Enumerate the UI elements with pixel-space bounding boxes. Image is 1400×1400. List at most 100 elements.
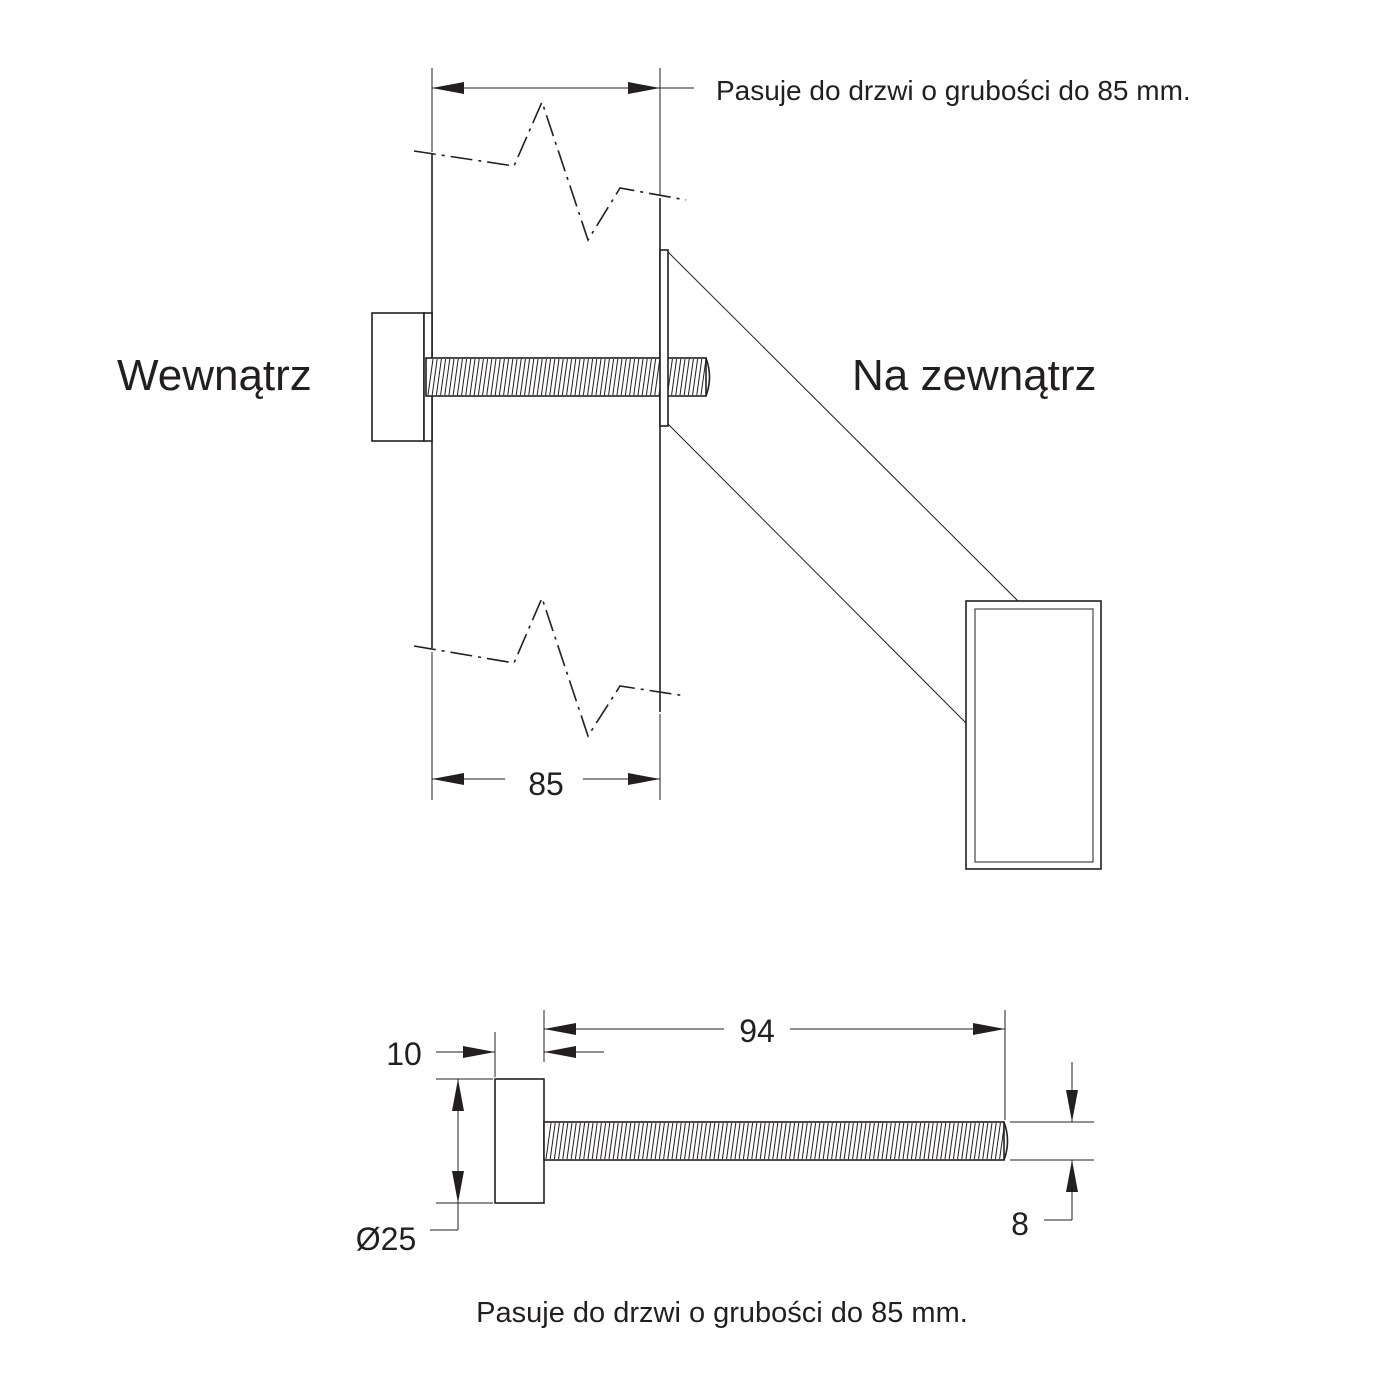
screw-length-dimension bbox=[543, 1010, 1006, 1120]
thread-hatch-line bbox=[477, 358, 484, 396]
thread-hatch-line bbox=[595, 1122, 602, 1160]
thread-hatch-line bbox=[482, 358, 489, 396]
thread-hatch-line bbox=[679, 358, 686, 396]
outer-rosette bbox=[659, 249, 669, 427]
thread-diameter-value: 8 bbox=[1011, 1206, 1029, 1242]
thread-hatch-line bbox=[650, 1122, 657, 1160]
thread-hatch-line bbox=[524, 358, 531, 396]
thread-hatch-line bbox=[734, 1122, 741, 1160]
thread-hatch-line bbox=[557, 358, 564, 396]
thread-hatch-line bbox=[582, 358, 589, 396]
thread-hatch-line bbox=[591, 1122, 598, 1160]
thread-hatch-line bbox=[730, 1122, 737, 1160]
thread-hatch-line bbox=[961, 1122, 968, 1160]
thread-hatch-line bbox=[431, 358, 438, 396]
thread-hatch-line bbox=[999, 1122, 1006, 1160]
thread-hatch-line bbox=[675, 358, 682, 396]
thread-hatch-line bbox=[696, 1122, 703, 1160]
thread-hatch-line bbox=[663, 1122, 670, 1160]
thread-hatch-line bbox=[595, 358, 602, 396]
thread-hatch-line bbox=[826, 1122, 833, 1160]
thread-hatch-line bbox=[700, 1122, 707, 1160]
thread-hatch-line bbox=[507, 358, 514, 396]
thread-hatch-line bbox=[687, 358, 694, 396]
thread-hatch-line bbox=[944, 1122, 951, 1160]
thread-hatch-line bbox=[603, 358, 610, 396]
thread-hatch-line bbox=[553, 1122, 560, 1160]
thread-hatch-line bbox=[789, 1122, 796, 1160]
thread-hatch-line bbox=[889, 1122, 896, 1160]
thread-hatch-line bbox=[982, 1122, 989, 1160]
thread-hatch-line bbox=[498, 358, 505, 396]
thread-hatch-line bbox=[549, 358, 556, 396]
thread-hatch-line bbox=[578, 358, 585, 396]
thread-hatch-line bbox=[490, 358, 497, 396]
thread-hatch-line bbox=[877, 1122, 884, 1160]
thread-hatch-line bbox=[536, 358, 543, 396]
thread-hatch-line bbox=[910, 1122, 917, 1160]
screw-length-value: 94 bbox=[739, 1013, 775, 1049]
thread-hatch-line bbox=[570, 358, 577, 396]
thread-hatch-line bbox=[427, 358, 434, 396]
thread-hatch-line bbox=[625, 1122, 632, 1160]
thread-hatch-line bbox=[642, 1122, 649, 1160]
thread-hatch-line bbox=[604, 1122, 611, 1160]
thread-hatch-line bbox=[726, 1122, 733, 1160]
thread-hatch-line bbox=[637, 358, 644, 396]
thread-hatch-line bbox=[738, 1122, 745, 1160]
thread-hatch-line bbox=[776, 1122, 783, 1160]
thread-hatch-line bbox=[814, 1122, 821, 1160]
thread-hatch-line bbox=[835, 1122, 842, 1160]
thread-hatch-line bbox=[440, 358, 447, 396]
thread-hatch-line bbox=[965, 1122, 972, 1160]
thread-hatch-line bbox=[709, 1122, 716, 1160]
thread-hatch-line bbox=[978, 1122, 985, 1160]
head-thickness-dimension bbox=[436, 1032, 604, 1077]
door-section bbox=[413, 99, 687, 738]
thread-hatch-line bbox=[545, 358, 552, 396]
thread-hatch-line bbox=[620, 358, 627, 396]
thread-hatch-line bbox=[860, 1122, 867, 1160]
thread-hatch-line bbox=[600, 1122, 607, 1160]
thread-hatch-line bbox=[948, 1122, 955, 1160]
thread-hatch-line bbox=[772, 1122, 779, 1160]
thread-hatch-line bbox=[540, 358, 547, 396]
thread-hatch-line bbox=[608, 1122, 615, 1160]
thread-hatch-line bbox=[612, 358, 619, 396]
thread-hatch-line bbox=[616, 1122, 623, 1160]
thread-hatch-line bbox=[852, 1122, 859, 1160]
thread-hatch-line bbox=[448, 358, 455, 396]
thread-hatch-line bbox=[599, 358, 606, 396]
thread-hatch-line bbox=[465, 358, 472, 396]
thread-hatch-line bbox=[692, 1122, 699, 1160]
thread-hatch-line bbox=[624, 358, 631, 396]
thread-hatch-line bbox=[650, 358, 657, 396]
thread-hatch-line bbox=[763, 1122, 770, 1160]
inner-screw-head bbox=[371, 312, 433, 442]
thread-hatch-line bbox=[616, 358, 623, 396]
outside-label: Na zewnątrz bbox=[852, 351, 1097, 400]
thread-hatch-line bbox=[519, 358, 526, 396]
thread-hatch-line bbox=[717, 1122, 724, 1160]
thread-hatch-line bbox=[608, 358, 615, 396]
thread-hatch-line bbox=[654, 358, 661, 396]
thread-hatch-line bbox=[898, 1122, 905, 1160]
thread-hatch-line bbox=[936, 1122, 943, 1160]
thread-hatch-line bbox=[545, 1122, 552, 1160]
thread-hatch-line bbox=[679, 1122, 686, 1160]
thread-hatch-line bbox=[915, 1122, 922, 1160]
thread-hatch-line bbox=[793, 1122, 800, 1160]
thread-hatch-line bbox=[654, 1122, 661, 1160]
thread-hatch-line bbox=[885, 1122, 892, 1160]
thread-hatch-line bbox=[473, 358, 480, 396]
thread-hatch-line bbox=[973, 1122, 980, 1160]
thread-hatch-line bbox=[751, 1122, 758, 1160]
thread-hatch-line bbox=[566, 358, 573, 396]
thread-hatch-line bbox=[684, 1122, 691, 1160]
thread-hatch-line bbox=[747, 1122, 754, 1160]
thread-hatch-line bbox=[969, 1122, 976, 1160]
thread-hatch-line bbox=[494, 358, 501, 396]
bottom-note: Pasuje do drzwi o grubości do 85 mm. bbox=[476, 1297, 968, 1329]
thread-hatch-line bbox=[675, 1122, 682, 1160]
